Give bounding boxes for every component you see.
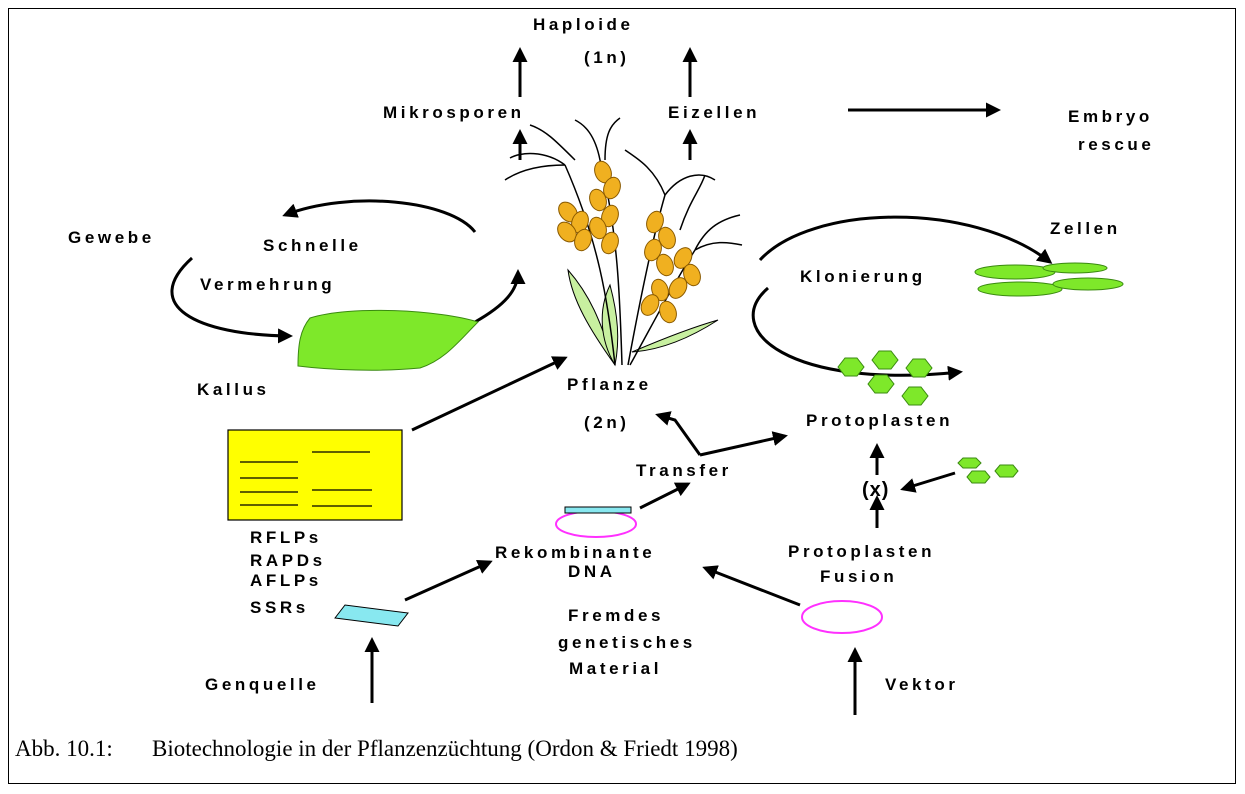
label-haploide-1n: (1n) — [584, 48, 630, 67]
label-genetisches: genetisches — [558, 633, 696, 652]
label-protoplasten-fusion-1: Protoplasten — [788, 542, 935, 561]
recombinant-plasmid-icon — [556, 507, 636, 537]
arrow-genquelle-rekombinante — [405, 562, 490, 600]
gene-fragment-icon — [335, 605, 408, 626]
label-kallus: Kallus — [197, 380, 270, 399]
label-ssrs: SSRs — [250, 598, 309, 617]
label-dna: DNA — [568, 562, 616, 581]
label-zellen: Zellen — [1050, 219, 1121, 238]
label-schnelle: Schnelle — [263, 236, 362, 255]
label-mikrosporen: Mikrosporen — [383, 103, 525, 122]
figure-caption: Abb. 10.1:Biotechnologie in der Pflanzen… — [15, 736, 738, 762]
protoplasts-icon — [838, 351, 932, 405]
label-pflanze-2n: (2n) — [584, 413, 630, 432]
label-klonierung: Klonierung — [800, 267, 926, 286]
label-rflps: RFLPs — [250, 528, 322, 547]
label-rescue: rescue — [1078, 135, 1154, 154]
arrow-callus-plant-arc — [475, 272, 518, 322]
label-pflanze: Pflanze — [567, 375, 652, 394]
arrow-small-protoplasts-x — [903, 473, 955, 489]
gel-icon — [228, 430, 402, 520]
caption-text: Biotechnologie in der Pflanzenzüchtung (… — [152, 736, 738, 761]
label-vermehrung: Vermehrung — [200, 275, 335, 294]
wheat-plant-icon — [505, 118, 742, 365]
label-protoplasten: Protoplasten — [806, 411, 953, 430]
label-eizellen: Eizellen — [668, 103, 760, 122]
small-protoplasts-icon — [958, 458, 1018, 483]
arrow-tissue-top-arc — [285, 201, 475, 232]
arrow-transfer-plant — [658, 415, 700, 455]
label-vektor: Vektor — [885, 675, 959, 694]
label-rekombinante: Rekombinante — [495, 543, 655, 562]
biotech-diagram: Haploide (1n) Mikrosporen Eizellen Embry… — [0, 0, 1245, 730]
label-transfer: Transfer — [636, 461, 732, 480]
label-material: Material — [569, 659, 662, 678]
label-rapds: RAPDs — [250, 551, 326, 570]
label-genquelle: Genquelle — [205, 675, 320, 694]
arrow-transfer-protoplasts — [700, 436, 785, 455]
vector-plasmid-icon — [802, 601, 882, 633]
label-aflps: AFLPs — [250, 571, 322, 590]
label-protoplasten-fusion-2: Fusion — [820, 567, 897, 586]
arrow-vektor-rekombinante — [705, 568, 800, 605]
label-fusion-symbol: (x) — [862, 479, 889, 501]
label-fremdes: Fremdes — [568, 606, 664, 625]
caption-number: Abb. 10.1: — [15, 736, 152, 762]
arrow-tissue-left-arc — [172, 258, 290, 336]
cells-icon — [975, 263, 1123, 296]
label-gewebe: Gewebe — [68, 228, 155, 247]
arrow-cloning-top-arc — [760, 217, 1050, 262]
arrow-rekombinante-transfer — [640, 484, 688, 508]
label-haploide: Haploide — [533, 15, 634, 34]
arrow-gel-to-plant — [412, 358, 565, 430]
callus-shape — [298, 310, 478, 370]
label-embryo: Embryo — [1068, 107, 1153, 126]
